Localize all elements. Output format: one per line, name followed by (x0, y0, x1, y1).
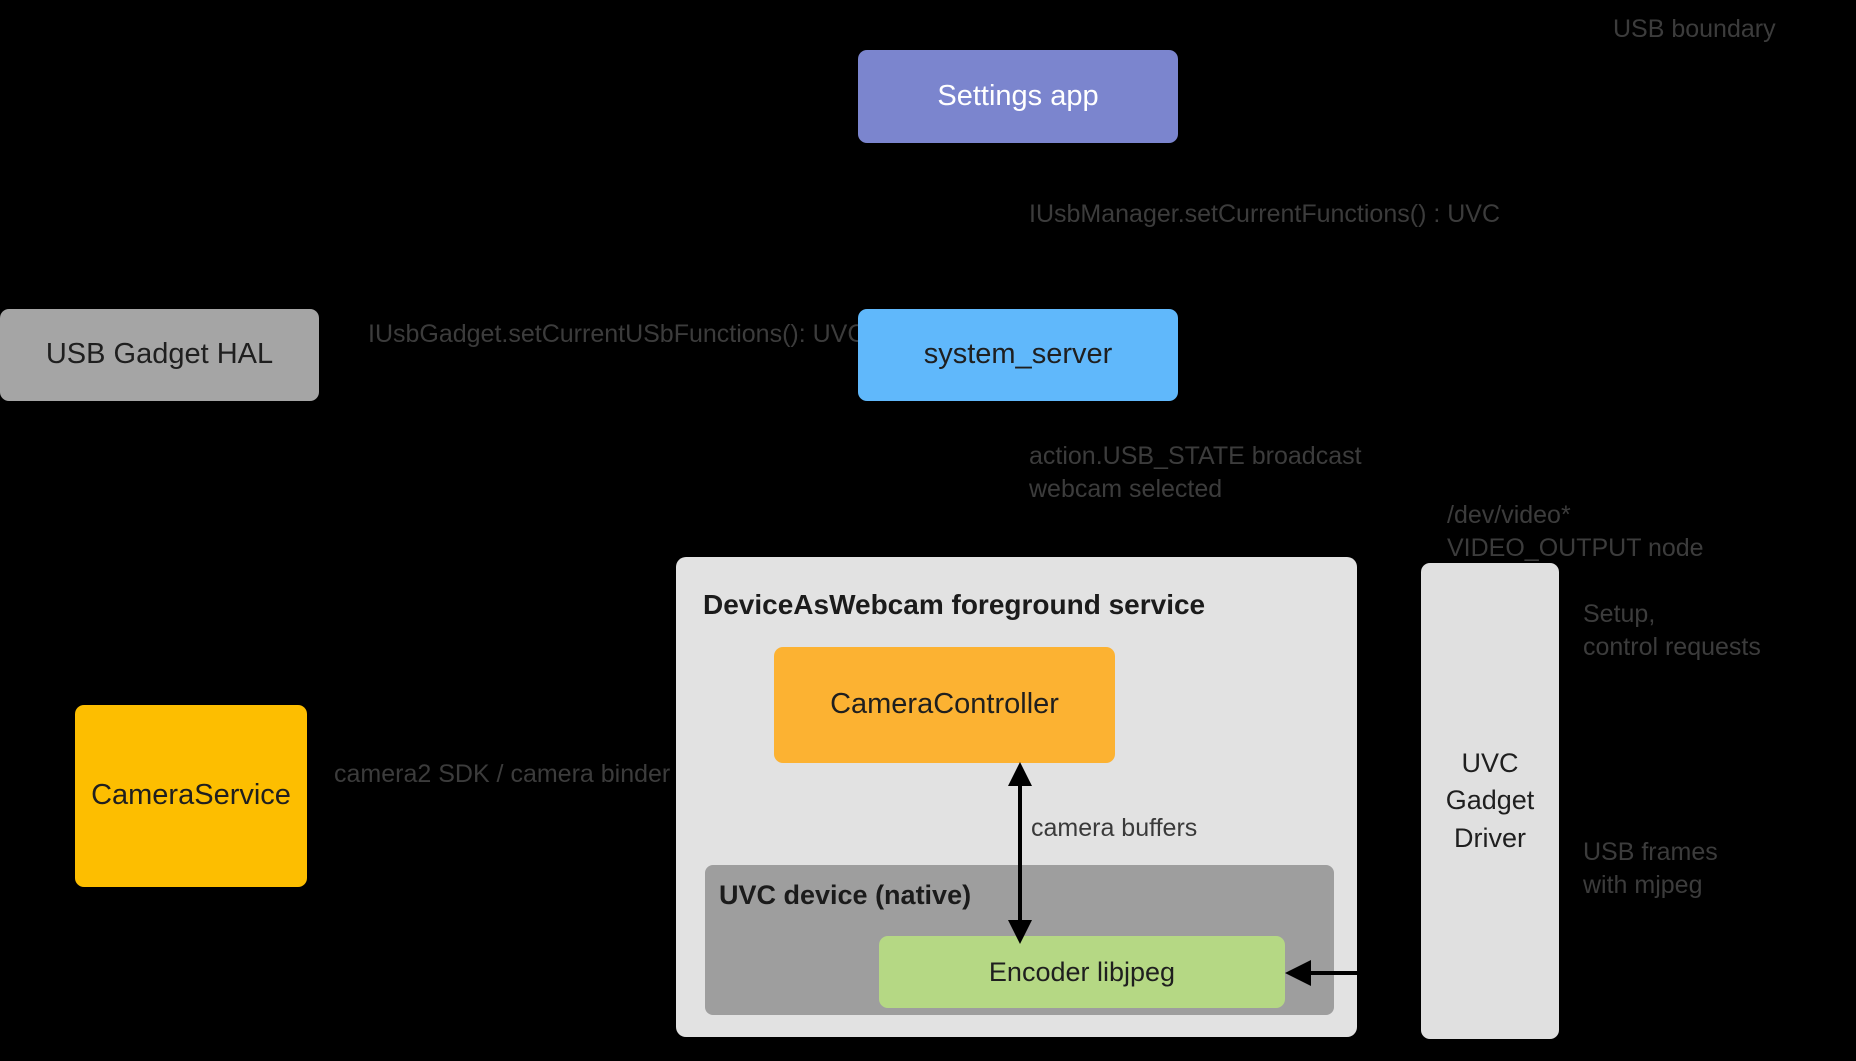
node-encoder-libjpeg[interactable]: Encoder libjpeg (879, 936, 1285, 1008)
node-settings-app[interactable]: Settings app (858, 50, 1178, 143)
node-camera-controller[interactable]: CameraController (774, 647, 1115, 763)
node-camera-service[interactable]: CameraService (75, 705, 307, 887)
node-system-server[interactable]: system_server (858, 309, 1178, 401)
camera2-sdk-label: camera2 SDK / camera binder (334, 760, 671, 788)
usb-boundary-label: USB boundary (1613, 15, 1776, 43)
uvc-gadget-driver-line3: Driver (1454, 822, 1526, 853)
iusbgadget-call-label: IUsbGadget.setCurrentUSbFunctions(): UVC (368, 320, 866, 348)
usb-state-broadcast-label: action.USB_STATE broadcast webcam select… (1029, 442, 1362, 503)
iusbmanager-call-label: IUsbManager.setCurrentFunctions() : UVC (1029, 200, 1501, 228)
usb-frames-mjpeg-label: USB frames with mjpeg (1583, 838, 1718, 899)
node-uvc-gadget-driver[interactable]: UVC Gadget Driver (1421, 563, 1559, 1039)
camera-buffers-arrow (1008, 762, 1032, 944)
camera-buffers-label: camera buffers (1031, 814, 1198, 842)
dev-video-node-label: /dev/video* VIDEO_OUTPUT node (1447, 501, 1704, 562)
uvc-device-native-title: UVC device (native) (719, 880, 972, 910)
uvc-gadget-driver-line1: UVC (1461, 748, 1519, 779)
deviceaswebcam-service-title: DeviceAsWebcam foreground service (703, 589, 1206, 620)
setup-control-requests-label: Setup, control requests (1583, 600, 1761, 661)
uvc-gadget-driver-line2: Gadget (1445, 785, 1535, 816)
usb-frames-arrow (1285, 960, 1430, 986)
node-usb-gadget-hal[interactable]: USB Gadget HAL (0, 309, 319, 401)
